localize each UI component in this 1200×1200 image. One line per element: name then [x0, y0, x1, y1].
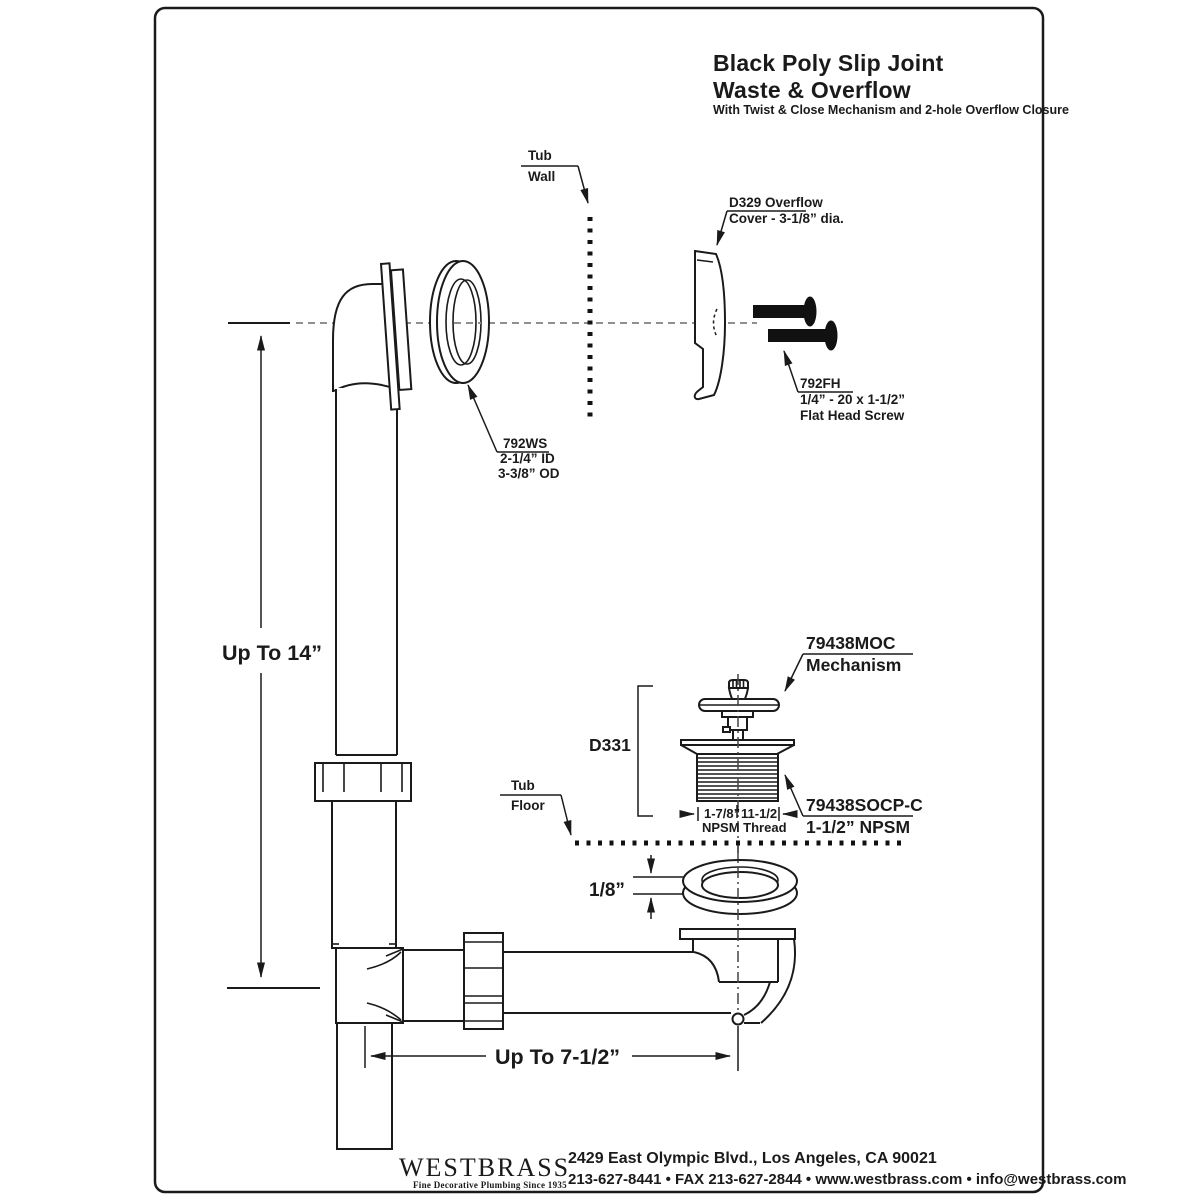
slip-joint-washer: [429, 260, 490, 384]
brand-logo: WESTBRASS: [399, 1153, 570, 1182]
title-block: Black Poly Slip Joint Waste & Overflow W…: [713, 50, 1069, 117]
thread-size-text: 1-7/8”: [704, 806, 740, 821]
stem-pin: [722, 726, 731, 733]
drain-gasket: [682, 859, 798, 915]
drain-horizontal-pipe: [503, 951, 731, 1014]
dimension-gasket: 1/8”: [589, 855, 684, 919]
washer-label-2: 2-1/4” ID: [500, 451, 555, 466]
washer-label-1: 792WS: [503, 436, 547, 451]
thread-pitch-text: 11-1/2: [741, 806, 777, 821]
title-line2: Waste & Overflow: [713, 77, 911, 103]
cover-label-1: D329 Overflow: [729, 195, 823, 210]
footer: WESTBRASS Fine Decorative Plumbing Since…: [399, 1150, 1126, 1190]
washer-callout: 792WS 2-1/4” ID 3-3/8” OD: [467, 384, 560, 481]
tub-floor-label-1: Tub: [511, 778, 535, 793]
brand-tagline: Fine Decorative Plumbing Since 1935: [413, 1180, 567, 1190]
screw-head-2: [824, 320, 838, 351]
overflow-slip-nut: [314, 762, 412, 802]
washer-label-3: 3-3/8” OD: [498, 466, 560, 481]
overflow-flange-plates: [379, 262, 413, 411]
dim-overflow-height-text: Up To 14”: [222, 641, 322, 665]
footer-address: 2429 East Olympic Blvd., Los Angeles, CA…: [568, 1150, 937, 1167]
title-line1: Black Poly Slip Joint: [713, 50, 944, 76]
mechanism-label-1: 79438MOC: [806, 633, 896, 653]
mechanism-label-2: Mechanism: [806, 655, 901, 675]
overflow-elbow-pipe: [332, 283, 398, 756]
drain-slip-nut: [463, 932, 504, 1030]
mechanism-callout: 79438MOC Mechanism: [784, 633, 913, 692]
screw-shaft-2: [768, 329, 826, 342]
tub-wall-label-2: Wall: [528, 169, 555, 184]
drain-body-label-2: 1-1/2” NPSM: [806, 817, 910, 837]
lower-riser-pipe: [331, 800, 397, 949]
drain-pivot: [731, 1012, 745, 1026]
screw-label-1: 792FH: [800, 376, 841, 391]
screw-label-3: Flat Head Screw: [800, 408, 905, 423]
drain-body-label-1: 79438SOCP-C: [806, 795, 923, 815]
overflow-cover: D329 Overflow Cover - 3-1/8” dia.: [693, 195, 844, 401]
tub-floor: Tub Floor: [500, 778, 908, 846]
screw-label-2: 1/4” - 20 x 1-1/2”: [800, 392, 905, 407]
title-subtitle: With Twist & Close Mechanism and 2-hole …: [713, 103, 1069, 117]
tub-wall-label-1: Tub: [528, 148, 552, 163]
lower-pipe-and-tee: [331, 800, 465, 1150]
tub-wall: Tub Wall: [521, 148, 593, 424]
twist-close-mechanism: [680, 674, 795, 860]
footer-contact: 213-627-8441 • FAX 213-627-2844 • www.we…: [568, 1171, 1126, 1188]
drain-body-callout: 79438SOCP-C 1-1/2” NPSM: [784, 774, 923, 837]
cover-screw-hole: [712, 308, 718, 338]
screw-head-1: [803, 296, 817, 327]
dimension-drain-width: Up To 7-1/2”: [364, 1026, 731, 1069]
cover-label-2: Cover - 3-1/8” dia.: [729, 211, 844, 226]
dim-drain-width-text: Up To 7-1/2”: [495, 1045, 620, 1069]
waste-tee: [335, 947, 404, 1024]
flat-head-screws: 792FH 1/4” - 20 x 1-1/2” Flat Head Screw: [753, 296, 905, 423]
dimension-overflow-height: Up To 14”: [222, 322, 322, 989]
d331-bracket: D331: [589, 685, 653, 817]
d331-label: D331: [589, 735, 631, 755]
screw-shaft-1: [753, 305, 806, 318]
page-border: [153, 6, 1045, 1194]
thread-label-text: NPSM Thread: [702, 820, 787, 835]
dimension-thread: 1-7/8” 11-1/2 NPSM Thread: [679, 805, 798, 835]
tub-floor-label-2: Floor: [511, 798, 545, 813]
gasket-thickness-text: 1/8”: [589, 880, 625, 901]
